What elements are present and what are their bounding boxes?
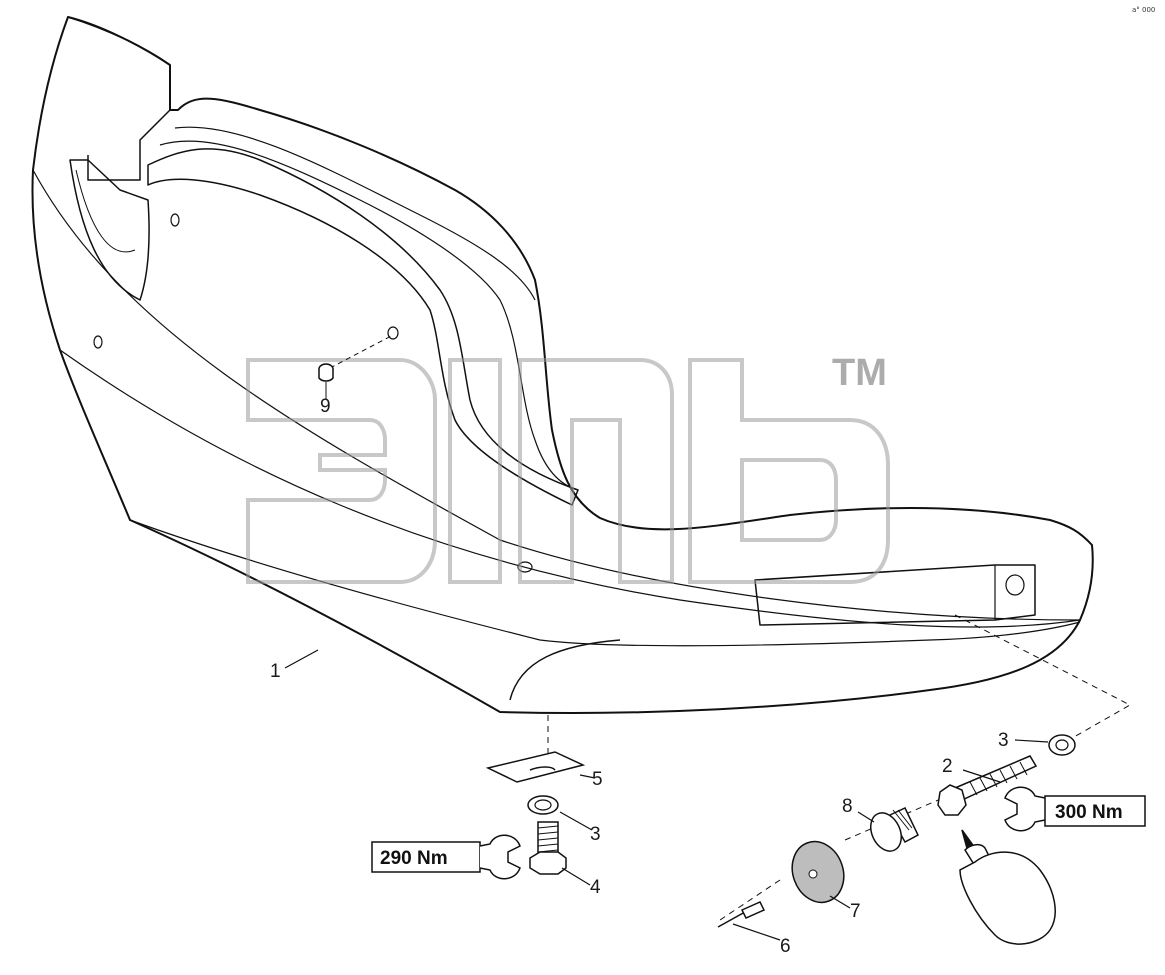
counterweight-body [31,16,1094,714]
thread-locker-bottle-icon [959,829,1056,945]
disc-part-7 [791,840,845,904]
bolt-part-2 [937,755,1038,816]
washer-part-3-left [527,795,559,815]
torque-label-right: 300 Nm [1004,786,1146,832]
bolt-part-4 [529,821,567,875]
callout-8: 8 [842,796,853,817]
watermark-logo: TM [246,352,890,584]
svg-text:290 Nm: 290 Nm [380,848,448,869]
callout-2: 2 [942,756,953,777]
wrench-icon [1004,786,1046,832]
torque-label-left: 290 Nm [371,834,521,880]
callout-9: 9 [320,396,331,417]
callouts: 1 2 3 3 4 5 6 7 8 9 [270,396,1009,957]
callout-5: 5 [592,769,603,790]
callout-3-right: 3 [998,730,1009,751]
svg-text:300 Nm: 300 Nm [1055,802,1123,823]
wrench-icon [479,834,521,880]
callout-1: 1 [270,661,281,682]
leader-lines [284,649,1049,941]
callout-7: 7 [850,901,861,922]
plug-part-8 [870,807,919,852]
plug-part-9 [318,334,394,400]
washer-part-3-right [1048,734,1076,756]
shim-part-5 [485,751,586,783]
callout-4: 4 [590,877,601,898]
callout-6: 6 [780,936,791,957]
watermark-tm: TM [832,352,887,394]
corner-code: a° 000 [1132,6,1155,14]
pin-part-6 [717,901,766,928]
callout-3-left: 3 [590,824,601,845]
